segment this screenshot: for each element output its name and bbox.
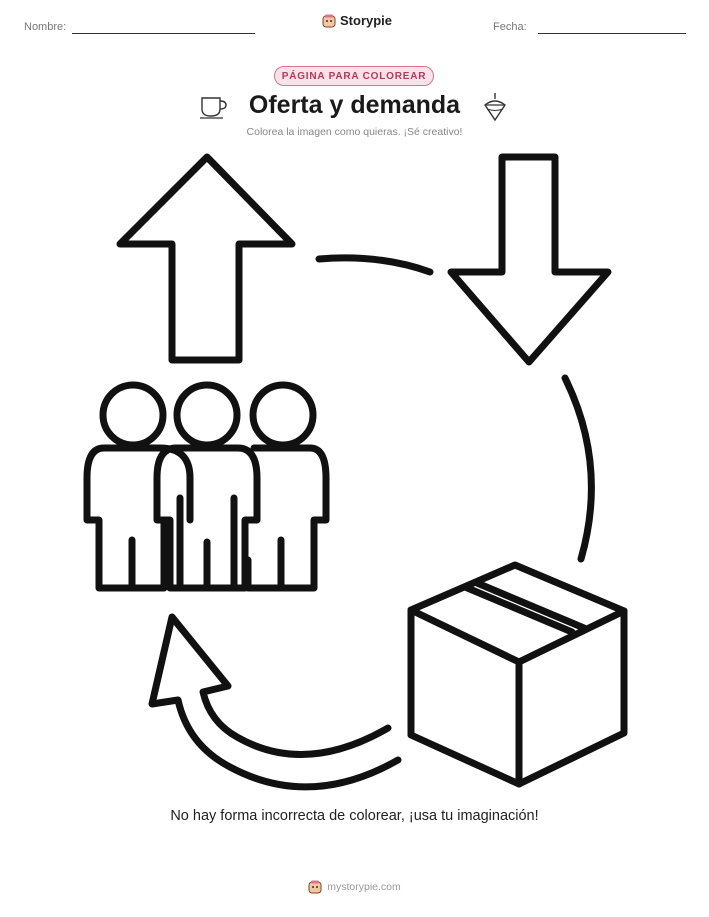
header-brand: Storypie [322,13,392,28]
date-line[interactable] [538,33,686,34]
name-label: Nombre: [24,21,67,33]
spinning-top-icon [484,93,506,122]
people-group-icon [83,381,330,592]
right-connector-arc [561,374,595,563]
footer-message: No hay forma incorrecta de colorear, ¡us… [170,808,539,824]
storypie-logo-icon [308,880,322,894]
name-line[interactable] [72,33,255,34]
curved-arrow-icon [148,613,402,791]
page-subtitle: Colorea la imagen como quieras. ¡Sé crea… [246,126,463,138]
coloring-page-badge: PÁGINA PARA COLOREAR [274,66,434,86]
footer-url[interactable]: mystorypie.com [327,881,401,893]
up-arrow-icon [116,153,296,364]
page-title: Oferta y demanda [248,91,461,119]
top-connector-arc [315,254,434,276]
brand-name: Storypie [340,13,393,28]
box-icon [407,561,628,788]
supply-demand-artwork [83,153,628,791]
cup-icon [200,97,227,119]
date-label: Fecha: [493,21,527,33]
footer-brand[interactable]: mystorypie.com [0,880,709,894]
storypie-logo-icon [322,14,336,27]
down-arrow-icon [447,153,612,366]
